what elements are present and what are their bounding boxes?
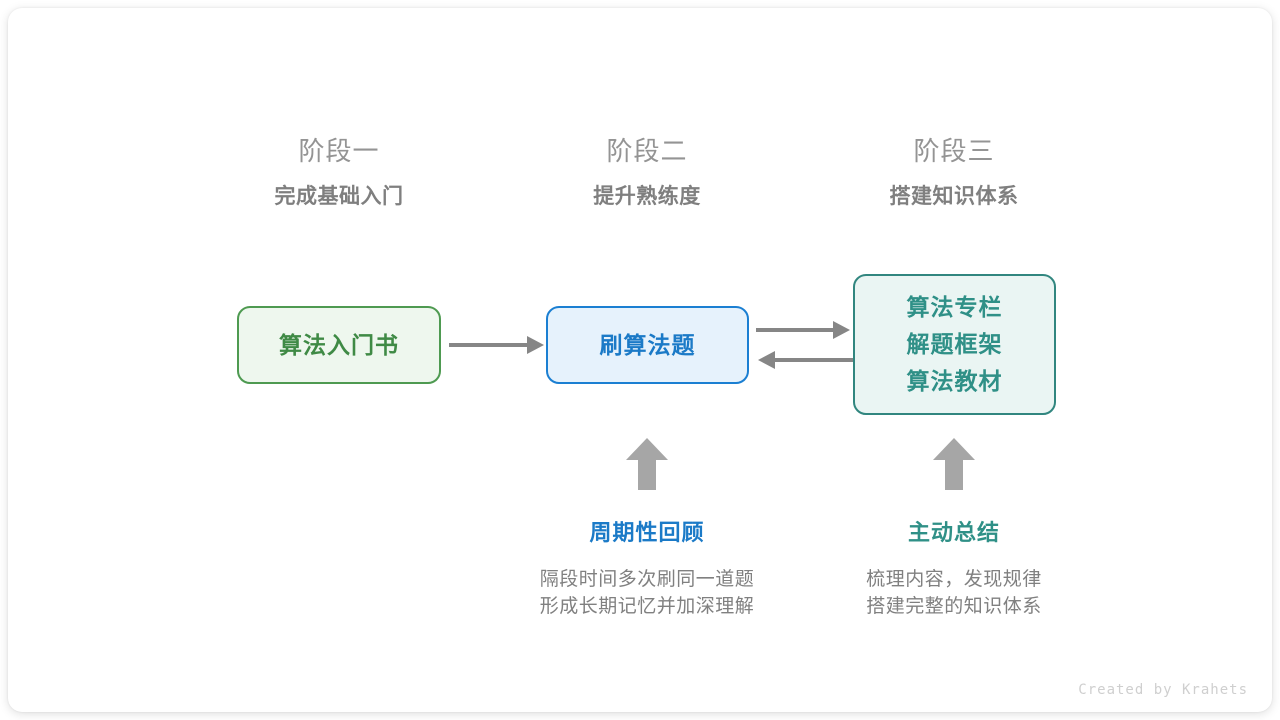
stage-header-3: 阶段三 搭建知识体系 bbox=[824, 134, 1084, 212]
node-intro-book-line-1: 算法入门书 bbox=[279, 331, 399, 358]
stage-title-1: 阶段一 bbox=[298, 136, 380, 166]
note-periodic-review-title: 周期性回顾 bbox=[589, 520, 705, 545]
stage-header-1: 阶段一 完成基础入门 bbox=[209, 134, 469, 212]
note-active-summary-body: 梳理内容，发现规律 搭建完整的知识体系 bbox=[804, 566, 1104, 620]
note-periodic-review-body-line-2: 形成长期记忆并加深理解 bbox=[539, 596, 755, 617]
node-intro-book: 算法入门书 bbox=[237, 306, 441, 384]
node-practice-problems: 刷算法题 bbox=[546, 306, 749, 384]
up-arrow-review-icon bbox=[626, 438, 668, 490]
node-knowledge-system: 算法专栏 解题框架 算法教材 bbox=[853, 274, 1056, 415]
node-knowledge-system-line-3: 算法教材 bbox=[906, 368, 1003, 394]
stage-title-3: 阶段三 bbox=[913, 136, 995, 166]
note-active-summary-body-line-2: 搭建完整的知识体系 bbox=[866, 596, 1042, 617]
node-practice-problems-line-1: 刷算法题 bbox=[599, 331, 696, 358]
note-periodic-review-body: 隔段时间多次刷同一道题 形成长期记忆并加深理解 bbox=[497, 566, 797, 620]
note-active-summary-body-line-1: 梳理内容，发现规律 bbox=[866, 569, 1042, 590]
stage-title-2: 阶段二 bbox=[606, 136, 688, 166]
arrow-system-to-practice-head-icon bbox=[758, 351, 775, 369]
note-periodic-review: 周期性回顾 隔段时间多次刷同一道题 形成长期记忆并加深理解 bbox=[497, 518, 797, 620]
arrow-system-to-practice-line bbox=[775, 358, 853, 362]
stage-subtitle-1: 完成基础入门 bbox=[274, 185, 404, 208]
arrow-book-to-practice-line bbox=[449, 343, 528, 347]
node-knowledge-system-line-2: 解题框架 bbox=[906, 331, 1003, 357]
up-arrow-summary-icon bbox=[933, 438, 975, 490]
arrow-practice-to-system-head-icon bbox=[833, 321, 850, 339]
note-active-summary-title: 主动总结 bbox=[907, 520, 1000, 545]
note-active-summary: 主动总结 梳理内容，发现规律 搭建完整的知识体系 bbox=[804, 518, 1104, 620]
diagram-canvas: 阶段一 完成基础入门 阶段二 提升熟练度 阶段三 搭建知识体系 算法入门书 刷算… bbox=[8, 8, 1272, 712]
node-knowledge-system-line-1: 算法专栏 bbox=[906, 294, 1003, 320]
arrow-practice-to-system-line bbox=[756, 328, 834, 332]
stage-subtitle-3: 搭建知识体系 bbox=[889, 185, 1019, 208]
stage-header-2: 阶段二 提升熟练度 bbox=[517, 134, 777, 212]
stage-subtitle-2: 提升熟练度 bbox=[593, 185, 701, 208]
note-periodic-review-body-line-1: 隔段时间多次刷同一道题 bbox=[539, 569, 755, 590]
arrow-book-to-practice-head-icon bbox=[527, 336, 544, 354]
credit-watermark: Created by Krahets bbox=[1078, 682, 1248, 698]
